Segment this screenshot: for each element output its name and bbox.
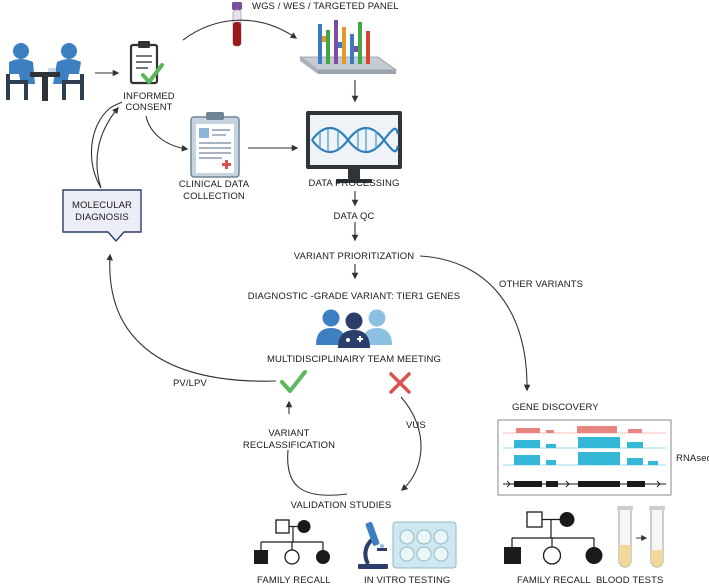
doctor-patient-consultation-icon <box>6 43 84 101</box>
clinical-data-label-line2: COLLECTION <box>183 191 245 202</box>
pedigree-chart-icon <box>254 519 330 565</box>
blood-tests-label: BLOOD TESTS <box>596 575 663 586</box>
clipboard-checkmark-icon <box>129 41 164 85</box>
informed-consent-label-line1: INFORMED <box>123 91 175 102</box>
green-check-icon <box>280 370 307 393</box>
well-plate-icon <box>392 521 457 569</box>
blood-tubes-icon <box>617 506 665 568</box>
medical-team-icon <box>316 309 392 348</box>
other-variants-label: OTHER VARIANTS <box>499 279 583 290</box>
clinical-data-label-line1: CLINICAL DATA <box>179 179 250 190</box>
rnaseq-tracks-panel <box>497 419 672 496</box>
vus-label: VUS <box>406 420 426 431</box>
medical-record-clipboard-icon <box>190 112 240 178</box>
molecular-diagnosis-label-line2: DIAGNOSIS <box>75 212 129 223</box>
mdt-meeting-label: MULTIDISCIPLINAIRY TEAM MEETING <box>267 354 441 365</box>
informed-consent-label-line2: CONSENT <box>125 102 172 113</box>
pv-lpv-label: PV/LPV <box>173 378 207 389</box>
variant-prioritization-label: VARIANT PRIORITIZATION <box>294 251 414 262</box>
microscope-icon <box>358 521 388 569</box>
validation-studies-label: VALIDATION STUDIES <box>291 500 392 511</box>
molecular-diagnosis-label-line1: MOLECULAR <box>72 200 132 211</box>
sequencing-label: WGS / WES / TARGETED PANEL <box>252 1 399 12</box>
red-cross-icon <box>389 372 411 394</box>
in-vitro-testing-label: IN VITRO TESTING <box>364 575 450 586</box>
computer-dna-icon <box>306 111 402 183</box>
family-recall-left-label: FAMILY RECALL <box>257 575 331 586</box>
sequencing-chip-icon <box>298 20 398 74</box>
pedigree-chart-icon <box>504 511 603 565</box>
flow-arrows <box>90 19 531 496</box>
molecular-diagnosis-callout <box>62 189 142 243</box>
blood-sample-tube-icon <box>232 2 242 47</box>
variant-reclassification-label-line2: RECLASSIFICATION <box>243 440 335 451</box>
diagnostic-grade-label: DIAGNOSTIC -GRADE VARIANT: TIER1 GENES <box>248 291 460 302</box>
data-processing-label: DATA PROCESSING <box>309 178 400 189</box>
family-recall-right-label: FAMILY RECALL <box>517 575 591 586</box>
gene-discovery-label: GENE DISCOVERY <box>512 402 599 413</box>
variant-reclassification-label-line1: VARIANT <box>268 428 309 439</box>
rnaseq-label: RNAseq <box>676 453 709 464</box>
data-qc-label: DATA QC <box>334 211 375 222</box>
